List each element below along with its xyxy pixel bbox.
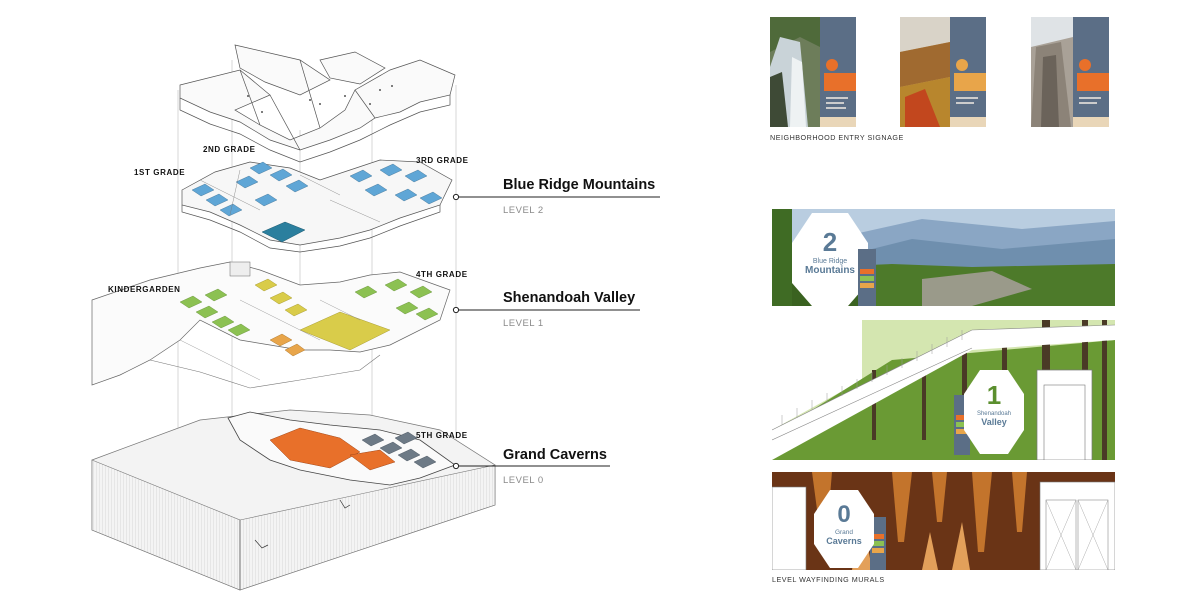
grade-label-2nd: 2ND GRADE	[203, 145, 256, 154]
level-2-subtitle: LEVEL 2	[503, 205, 544, 216]
roof-plan	[179, 44, 456, 163]
entry-sign-peak	[1031, 17, 1109, 127]
grade-label-1st: 1ST GRADE	[134, 168, 186, 177]
mural-level-1-art: 1 Shenandoah Valley	[772, 320, 1115, 460]
mural-2-number: 2	[823, 227, 837, 257]
grade-label-4th: 4TH GRADE	[416, 270, 468, 279]
grade-label-kindergarden: KINDERGARDEN	[108, 285, 181, 294]
entry-sign-waterfall	[770, 17, 856, 127]
entry-sign-ridge-art	[900, 17, 986, 127]
entry-sign-peak-art	[1031, 17, 1109, 127]
level-1-subtitle: LEVEL 1	[503, 318, 544, 329]
level-0-subtitle: LEVEL 0	[503, 475, 544, 486]
mural-level-2-art: 2 Blue Ridge Mountains	[772, 209, 1115, 306]
mural-level-1: 1 Shenandoah Valley	[772, 320, 1115, 460]
mural-level-0: 0 Grand Caverns	[772, 472, 1115, 570]
mural-0-number: 0	[837, 501, 850, 528]
entry-sign-ridge	[900, 17, 986, 127]
caption-entry-signage: NEIGHBORHOOD ENTRY SIGNAGE	[770, 133, 904, 142]
level-1-plan	[91, 261, 451, 389]
level-2-title: Blue Ridge Mountains	[503, 177, 656, 193]
mural-2-line2: Mountains	[805, 265, 855, 276]
entry-sign-waterfall-art	[770, 17, 856, 127]
mural-1-line1: Shenandoah	[977, 411, 1011, 417]
grade-label-3rd: 3RD GRADE	[416, 156, 469, 165]
level-0-title: Grand Caverns	[503, 447, 607, 463]
mural-level-2: 2 Blue Ridge Mountains	[772, 209, 1115, 306]
stair-railing	[781, 330, 963, 425]
mural-0-line1: Grand	[835, 529, 853, 536]
leader-lines	[452, 193, 660, 470]
level-0-site-block	[91, 409, 496, 591]
level-2-plan	[181, 159, 453, 253]
mural-2-line1: Blue Ridge	[813, 258, 847, 265]
grade-label-5th: 5TH GRADE	[416, 431, 468, 440]
mural-level-0-art: 0 Grand Caverns	[772, 472, 1115, 570]
mural-1-number: 1	[987, 380, 1001, 410]
caption-wayfinding-murals: LEVEL WAYFINDING MURALS	[772, 575, 885, 584]
exploded-axonometric-diagram	[91, 44, 660, 591]
mural-1-line2: Valley	[981, 417, 1007, 427]
level-1-title: Shenandoah Valley	[503, 290, 636, 306]
mural-0-line2: Caverns	[826, 536, 862, 546]
